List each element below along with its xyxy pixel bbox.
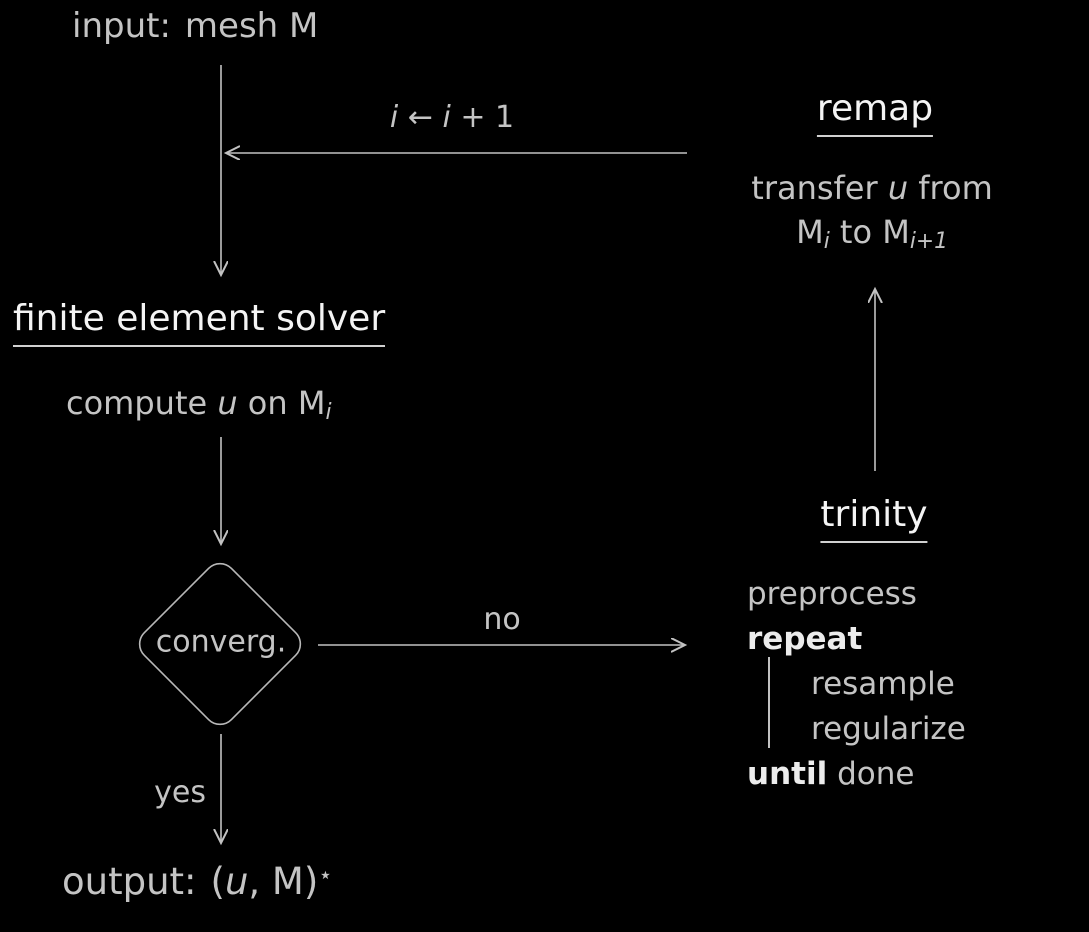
remap-sub-i1: i+1 — [909, 228, 948, 254]
solver-block-heading: finite element solver — [13, 298, 386, 347]
trinity-title: trinity — [820, 494, 928, 543]
output-rest: , M) — [248, 860, 319, 903]
yes-branch-label: yes — [154, 775, 206, 810]
input-node: input: mesh M — [72, 6, 318, 46]
no-branch-label: no — [483, 602, 521, 637]
output-node: output: (u, M)⋆ — [62, 860, 333, 903]
code-line-regularize: regularize — [811, 711, 966, 747]
remap-to: to — [829, 213, 883, 251]
remap-block-heading: remap — [816, 88, 934, 137]
decision-label: converg. — [155, 624, 287, 660]
output-key: output: — [62, 860, 197, 903]
loop-var-2: i — [442, 100, 451, 135]
remap-body-line1: transfer u from — [751, 166, 992, 210]
input-key: input: — [72, 6, 171, 46]
trinity-block-heading: trinity — [820, 494, 928, 543]
loop-increment: + 1 — [450, 100, 515, 135]
code-line-resample: resample — [811, 666, 955, 702]
code-line-until: until done — [747, 752, 966, 797]
solver-body-mesh: M — [297, 384, 326, 422]
remap-line1-u: u — [887, 169, 909, 207]
remap-mesh-i1: M — [882, 213, 910, 251]
output-paren: ( — [210, 860, 225, 903]
output-star: ⋆ — [318, 862, 333, 889]
input-value: mesh M — [184, 6, 319, 46]
solver-body-on: on — [237, 384, 298, 422]
loop-increment-label: i ← i + 1 — [390, 100, 514, 135]
remap-block-body: transfer u from Mi to Mi+1 — [751, 166, 992, 264]
solver-body-u: u — [217, 384, 238, 422]
solver-title: finite element solver — [13, 298, 386, 347]
until-keyword: until — [747, 756, 828, 792]
assign-arrow: ← — [398, 100, 443, 135]
until-rest: done — [827, 756, 915, 792]
remap-line1-post: from — [908, 169, 993, 207]
decision-diamond — [138, 562, 302, 726]
solver-body-pre: compute — [66, 384, 218, 422]
remap-mesh-i: M — [796, 213, 824, 251]
code-line-preprocess: preprocess — [747, 576, 917, 612]
trinity-pseudocode: preprocess repeat resample regularize un… — [747, 572, 966, 797]
repeat-keyword: repeat — [747, 621, 863, 657]
solver-block-body: compute u on Mi — [66, 384, 331, 425]
remap-line1-pre: transfer — [751, 169, 888, 207]
remap-title: remap — [816, 88, 934, 137]
output-u: u — [224, 860, 249, 903]
code-line-repeat: repeat — [747, 617, 966, 662]
solver-body-sub: i — [325, 399, 332, 425]
remap-sub-i: i — [823, 228, 830, 254]
loop-var: i — [389, 100, 399, 135]
remap-body-line2: Mi to Mi+1 — [751, 210, 992, 264]
